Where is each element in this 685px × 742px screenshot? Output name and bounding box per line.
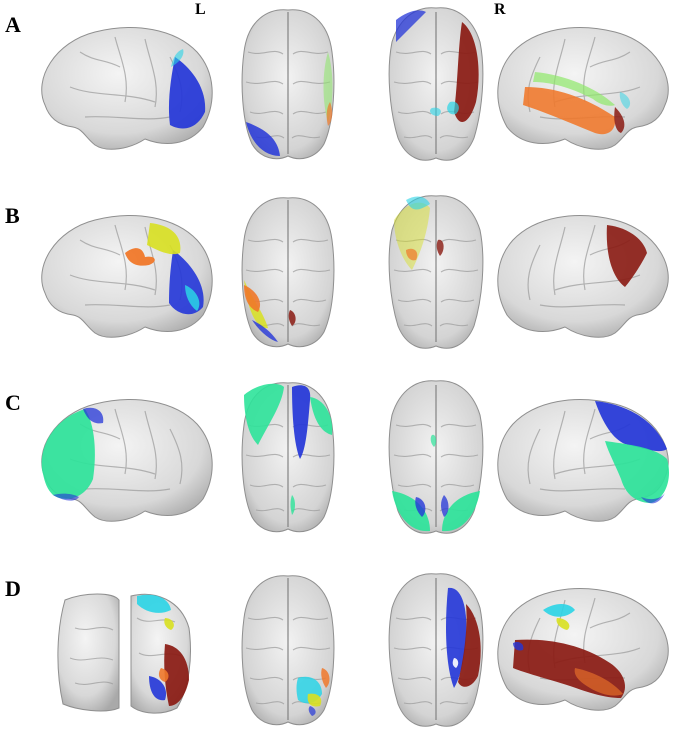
row-c-ventral xyxy=(388,380,484,534)
row-a-left-lateral xyxy=(41,27,213,150)
row-c-dorsal xyxy=(241,382,335,533)
row-b-ventral xyxy=(388,195,484,349)
row-a-ventral xyxy=(388,7,484,161)
row-d-left-lateral xyxy=(57,593,191,714)
row-label-b: B xyxy=(5,203,20,228)
row-label-d: D xyxy=(5,576,21,601)
row-d-ventral xyxy=(388,573,484,727)
row-b-left-lateral xyxy=(41,215,213,338)
row-label-c: C xyxy=(5,390,21,415)
row-d-right-lateral xyxy=(497,588,669,711)
row-label-a: A xyxy=(5,12,21,37)
row-d-dorsal xyxy=(241,575,335,726)
hemisphere-label-left: L xyxy=(195,1,206,18)
row-b-dorsal xyxy=(241,197,335,348)
row-c-right-lateral xyxy=(497,399,670,522)
hemisphere-label-right: R xyxy=(494,1,506,18)
row-b-right-lateral xyxy=(497,215,669,338)
row-c-left-lateral xyxy=(41,399,213,522)
row-a-right-lateral xyxy=(497,27,669,150)
row-a-dorsal xyxy=(241,9,335,160)
